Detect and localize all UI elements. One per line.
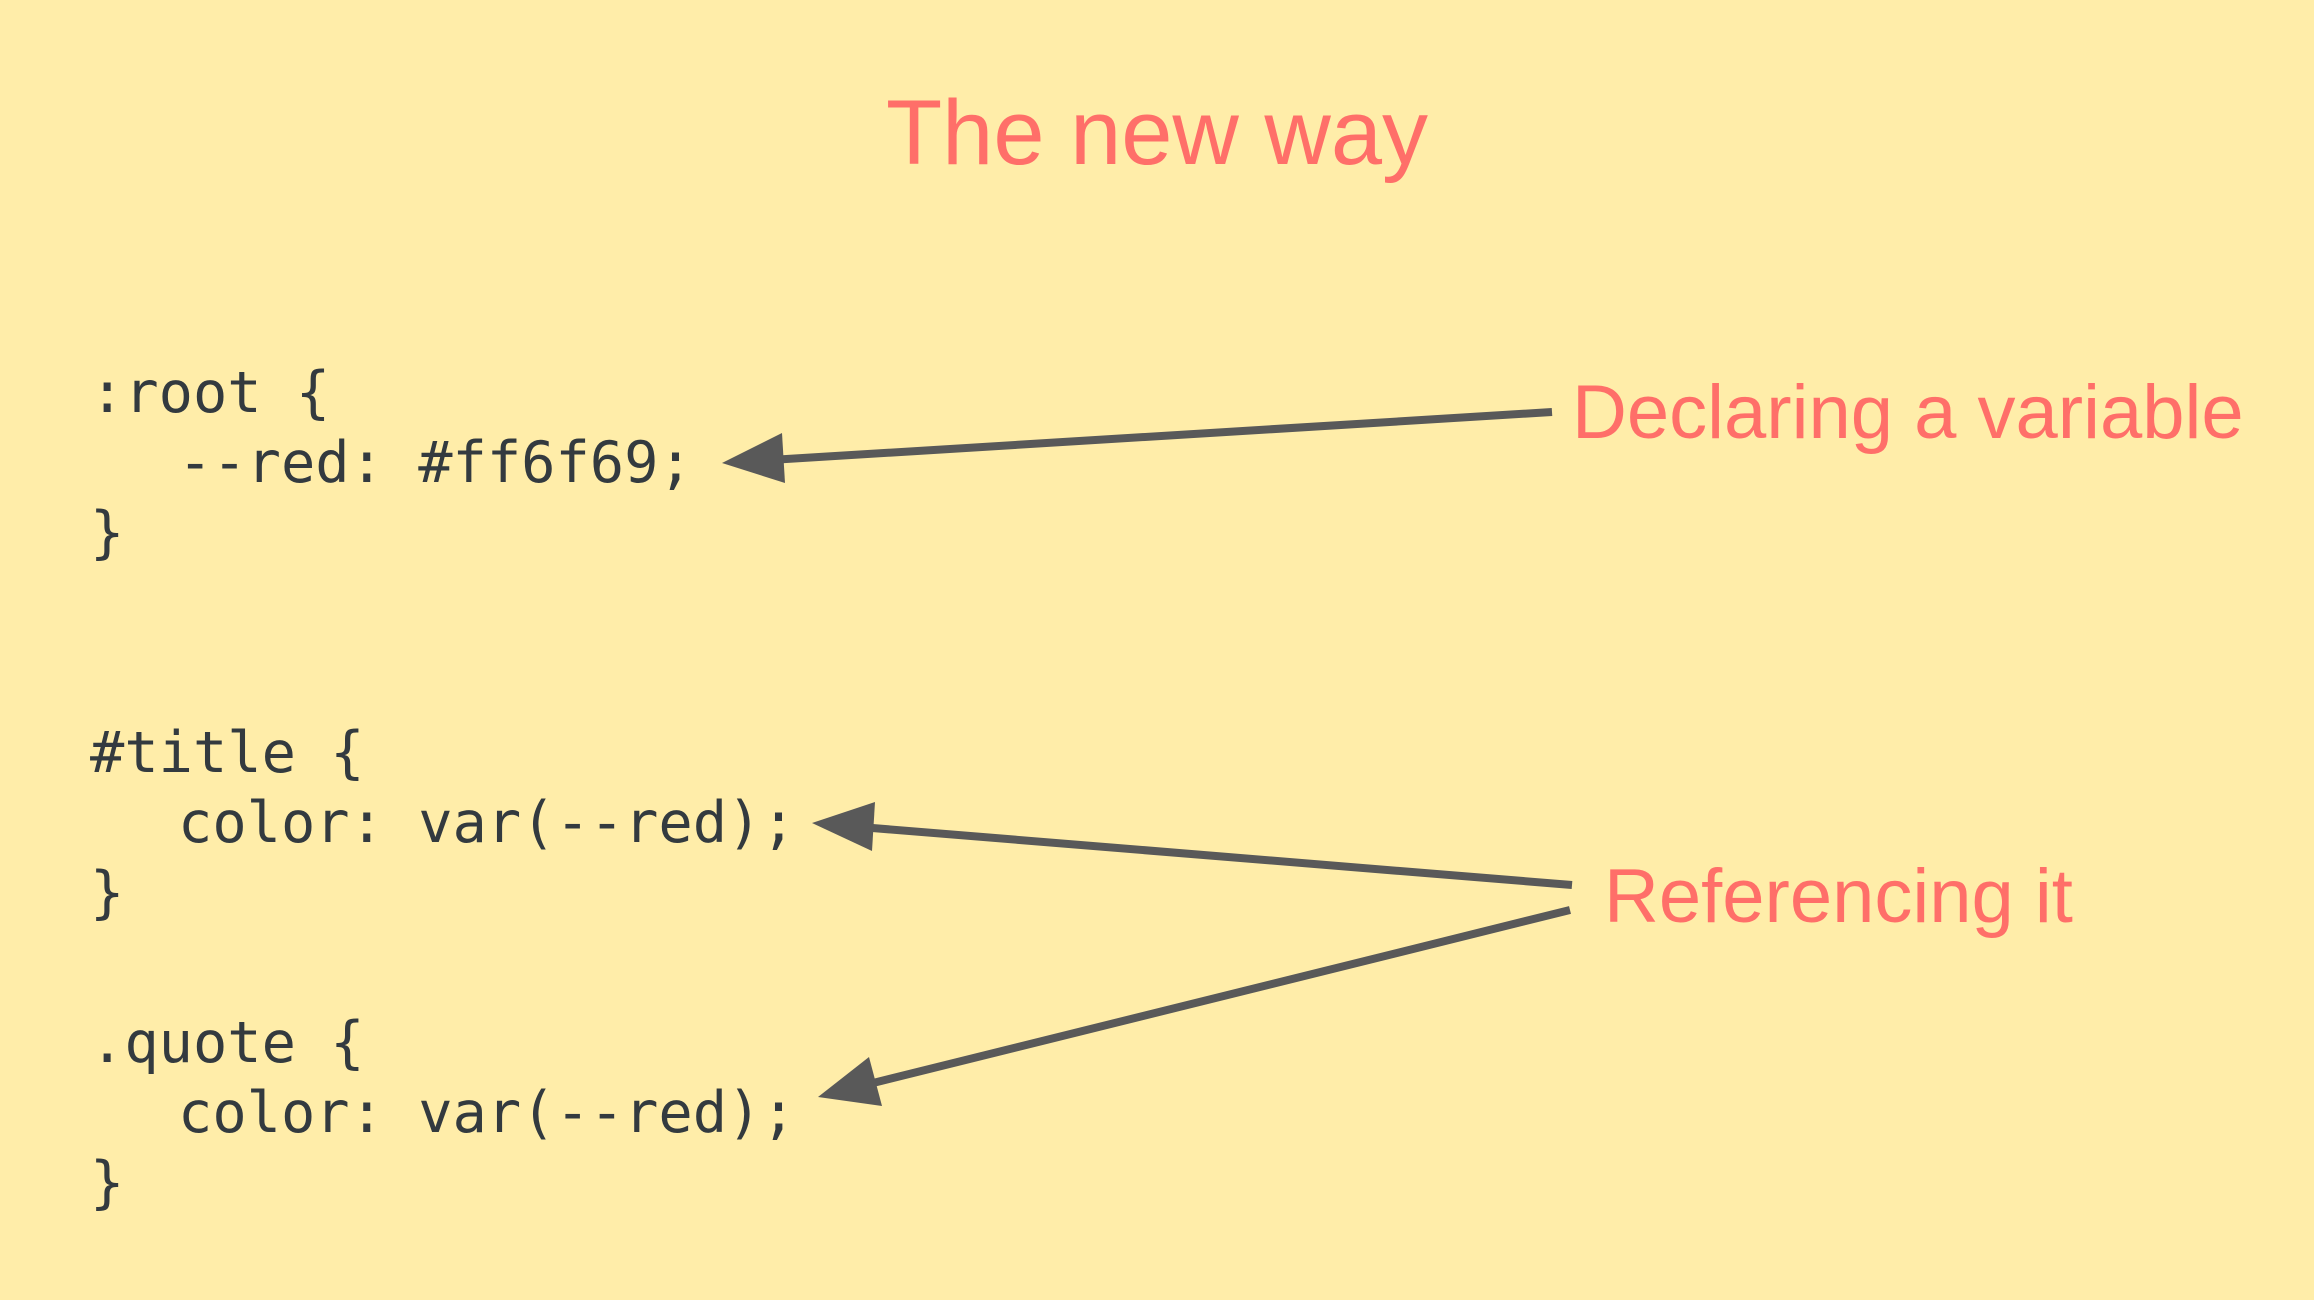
code-root-declaration: --red: #ff6f69; [178, 430, 693, 496]
arrow-referencing-title [812, 802, 1573, 889]
code-root-close: } [90, 500, 125, 566]
code-title-close: } [90, 860, 125, 926]
arrow-referencing-quote [818, 906, 1571, 1106]
code-quote-declaration: color: var(--red); [178, 1080, 796, 1146]
arrow-declaring [722, 408, 1553, 483]
slide-title: The new way [885, 82, 1429, 184]
annotation-declaring: Declaring a variable [1572, 370, 2244, 455]
code-title-declaration: color: var(--red); [178, 790, 796, 856]
code-quote-open: .quote { [90, 1010, 365, 1076]
code-quote-close: } [90, 1150, 125, 1216]
code-title-open: #title { [90, 720, 365, 786]
code-root-open: :root { [90, 360, 331, 426]
annotation-referencing: Referencing it [1604, 854, 2073, 939]
